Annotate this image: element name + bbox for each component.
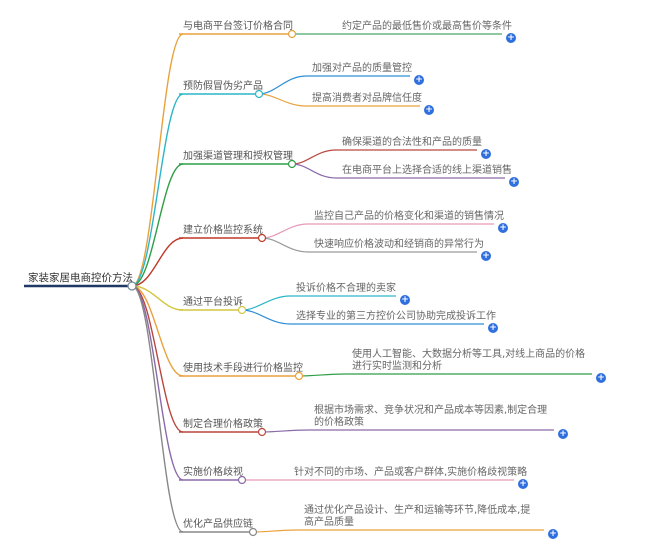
leaf-connector <box>291 163 337 179</box>
leaf-connector <box>258 93 307 107</box>
root-junction-node <box>127 281 137 291</box>
branch-junction-node <box>254 89 264 99</box>
branch-label-0[interactable]: 与电商平台签订价格合同 <box>183 21 293 32</box>
leaf-label-2-1[interactable]: 在电商平台上选择合适的线上渠道销售 <box>342 165 512 176</box>
expand-plus-icon[interactable]: + <box>414 75 424 85</box>
expand-plus-icon[interactable]: + <box>548 529 558 539</box>
branch-connector <box>131 33 184 287</box>
leaf-label-3-0[interactable]: 监控自己产品的价格变化和渠道的销售情况 <box>314 211 504 222</box>
expand-plus-icon[interactable]: + <box>481 149 491 159</box>
leaf-connector <box>298 373 347 377</box>
leaf-label-4-1[interactable]: 选择专业的第三方控价公司协助完成投诉工作 <box>296 311 496 322</box>
branch-label-6[interactable]: 制定合理价格政策 <box>183 419 263 430</box>
branch-junction-node <box>257 427 267 437</box>
expand-plus-icon[interactable]: + <box>488 323 498 333</box>
branch-junction-node <box>237 305 247 315</box>
leaf-label-6-0[interactable]: 根据市场需求、竞争状况和产品成本等因素,制定合理的价格政策 <box>314 405 548 428</box>
branch-junction-node <box>237 475 247 485</box>
expand-plus-icon[interactable]: + <box>558 429 568 439</box>
leaf-connector <box>261 429 309 433</box>
branch-label-3[interactable]: 建立价格监控系统 <box>183 225 263 236</box>
branch-connector <box>131 237 184 287</box>
branch-connector <box>131 285 184 533</box>
branch-label-5[interactable]: 使用技术手段进行价格监控 <box>183 363 303 374</box>
branch-connector <box>131 163 184 287</box>
branch-label-1[interactable]: 预防假冒伪劣产品 <box>183 81 263 92</box>
branch-connector <box>131 285 184 377</box>
expand-plus-icon[interactable]: + <box>518 479 528 489</box>
branch-junction-node <box>248 527 258 537</box>
leaf-connector <box>291 149 337 165</box>
leaf-connector <box>241 295 291 311</box>
leaf-label-1-0[interactable]: 加强对产品的质量管控 <box>312 63 412 74</box>
leaf-label-0-0[interactable]: 约定产品的最低售价或最高售价等条件 <box>342 21 512 32</box>
expand-plus-icon[interactable]: + <box>400 295 410 305</box>
expand-plus-icon[interactable]: + <box>509 177 519 187</box>
leaf-label-1-1[interactable]: 提高消费者对品牌信任度 <box>312 93 422 104</box>
branch-connector <box>131 285 184 433</box>
branch-connector <box>131 285 184 311</box>
root-node-label[interactable]: 家装家居电商控价方法 <box>28 272 133 284</box>
leaf-connector <box>261 223 309 239</box>
expand-plus-icon[interactable]: + <box>506 33 516 43</box>
leaf-connector <box>258 75 307 95</box>
branch-connector <box>131 285 184 481</box>
leaf-connector <box>252 529 299 533</box>
leaf-label-4-0[interactable]: 投诉价格不合理的卖家 <box>296 283 396 294</box>
leaf-label-7-0[interactable]: 针对不同的市场、产品或客户群体,实施价格歧视策略 <box>294 467 528 478</box>
leaf-connector <box>261 237 309 253</box>
leaf-label-3-1[interactable]: 快速响应价格波动和经销商的异常行为 <box>314 239 484 250</box>
branch-label-8[interactable]: 优化产品供应链 <box>183 519 253 530</box>
leaf-connector <box>241 309 291 325</box>
expand-plus-icon[interactable]: + <box>498 223 508 233</box>
branch-junction-node <box>287 159 297 169</box>
branch-junction-node <box>287 29 297 39</box>
branch-label-2[interactable]: 加强渠道管理和授权管理 <box>183 151 293 162</box>
branch-junction-node <box>257 233 267 243</box>
branch-connector <box>131 93 184 287</box>
expand-plus-icon[interactable]: + <box>424 105 434 115</box>
leaf-label-8-0[interactable]: 通过优化产品设计、生产和运输等环节,降低成本,提高产品质量 <box>304 505 531 528</box>
leaf-label-2-0[interactable]: 确保渠道的合法性和产品的质量 <box>342 137 482 148</box>
leaf-label-5-0[interactable]: 使用人工智能、大数据分析等工具,对线上商品的价格进行实时监测和分析 <box>352 349 586 372</box>
branch-junction-node <box>294 371 304 381</box>
branch-label-4[interactable]: 通过平台投诉 <box>183 297 243 308</box>
expand-plus-icon[interactable]: + <box>481 251 491 261</box>
expand-plus-icon[interactable]: + <box>596 373 606 383</box>
branch-label-7[interactable]: 实施价格歧视 <box>183 467 243 478</box>
